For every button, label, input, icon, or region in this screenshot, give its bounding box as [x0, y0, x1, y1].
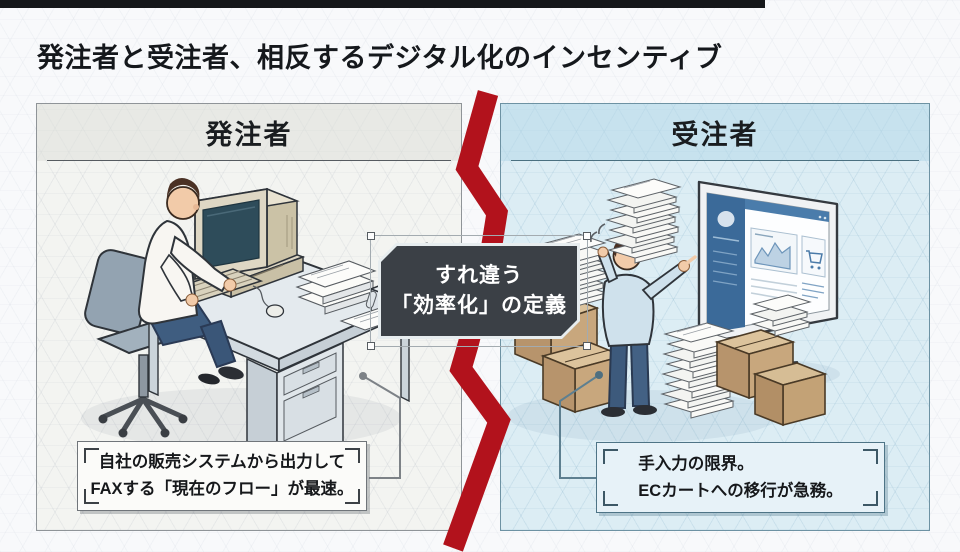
selection-handle: [583, 232, 591, 240]
orderer-callout-text: 自社の販売システムから出力して FAXする「現在のフロー」が最速。: [90, 449, 353, 502]
carried-paper-stack: [604, 178, 682, 264]
orderer-callout-line1: 自社の販売システムから出力して: [98, 453, 346, 472]
bracket-corner-icon: [603, 491, 618, 506]
page-title: 発注者と受注者、相反するデジタル化のインセンティブ: [37, 43, 723, 73]
bracket-corner-icon: [863, 449, 878, 464]
cardboard-box: [752, 362, 828, 427]
selection-handle: [367, 342, 375, 350]
contractor-callout-line1: 手入力の限界。: [638, 454, 754, 473]
orderer-callout-line2: FAXする「現在のフロー」が最速。: [90, 480, 354, 498]
orderer-panel-header: 発注者: [37, 104, 461, 161]
center-label-text: すれ違う 「効率化」の定義: [381, 246, 577, 336]
paper-stack: [749, 294, 812, 337]
contractor-callout: 手入力の限界。 ECカートへの移行が急務。: [596, 442, 885, 513]
bracket-corner-icon: [84, 489, 99, 504]
center-label: すれ違う 「効率化」の定義: [367, 232, 591, 350]
office-chair: [84, 249, 196, 438]
center-label-line1: すれ違う: [435, 263, 523, 287]
selection-handle: [583, 342, 591, 350]
bracket-corner-icon: [84, 448, 99, 463]
bracket-corner-icon: [863, 491, 878, 506]
contractor-callout-text: 手入力の限界。 ECカートへの移行が急務。: [638, 451, 842, 504]
top-accent-bar: [0, 0, 765, 8]
bracket-corner-icon: [345, 489, 360, 504]
contractor-callout-line2: ECカートへの移行が急務。: [638, 481, 843, 500]
orderer-person: [137, 177, 244, 385]
center-label-line2: 「効率化」の定義: [391, 294, 567, 317]
orderer-callout: 自社の販売システムから出力して FAXする「現在のフロー」が最速。: [77, 441, 367, 511]
bracket-corner-icon: [345, 448, 360, 463]
contractor-panel-header: 受注者: [501, 104, 929, 161]
mouse: [252, 285, 285, 318]
selection-handle: [367, 232, 375, 240]
bracket-corner-icon: [603, 449, 618, 464]
